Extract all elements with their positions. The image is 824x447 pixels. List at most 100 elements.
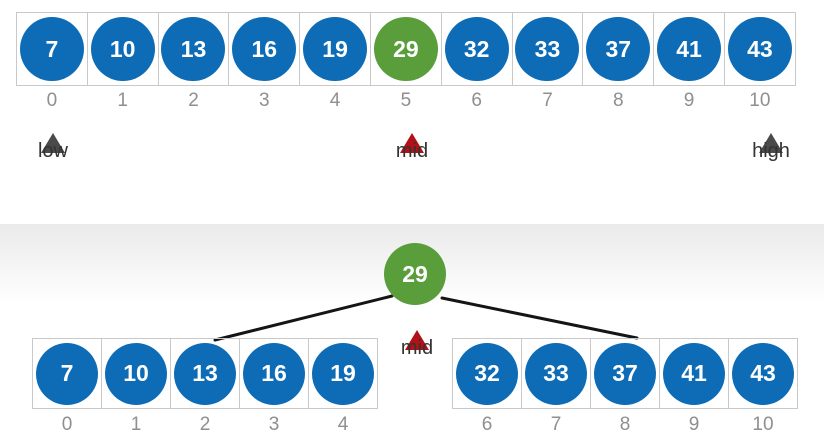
split-connector-lines [213, 294, 639, 342]
index-label: 9 [688, 414, 700, 435]
array-value-circle: 19 [303, 17, 368, 81]
left-connector-line [213, 294, 394, 342]
array-row: 7 10 13 16 19 29 32 33 37 41 43 [16, 12, 796, 86]
index-label: 10 [749, 90, 771, 111]
array-value: 13 [192, 360, 218, 386]
array-cell: 43 [723, 12, 796, 86]
index-label: 8 [619, 414, 631, 435]
low-pointer-label: low [37, 140, 68, 162]
array-value-circle: 7 [36, 342, 98, 405]
array-cell: 16 [228, 12, 301, 86]
array-value-circle: 37 [594, 342, 656, 405]
index-label: 6 [471, 90, 482, 111]
mid-value-circle: 29 [373, 17, 438, 81]
array-value-circle: 16 [243, 342, 305, 405]
array-value-circle: 43 [732, 342, 794, 405]
array-value-circle: 41 [657, 17, 722, 81]
index-label: 7 [542, 90, 553, 111]
array-cell: 10 [101, 338, 171, 409]
array-value-circle: 32 [444, 17, 509, 81]
array-cell: 37 [582, 12, 655, 86]
array-value: 10 [109, 35, 136, 62]
array-value: 32 [463, 35, 490, 62]
initial-array-section: 7 10 13 16 19 29 32 33 37 41 43 0 1 2 3 … [13, 12, 796, 163]
left-subarray-row: 7 10 13 16 19 [32, 338, 378, 409]
array-cell: 41 [659, 338, 729, 409]
array-value: 33 [543, 360, 569, 386]
mid-pointer: mid [372, 116, 452, 163]
array-cell: 32 [452, 338, 522, 409]
index-label: 2 [188, 90, 199, 111]
array-value: 16 [261, 360, 287, 386]
array-value: 43 [750, 360, 776, 386]
array-value: 41 [681, 360, 707, 386]
array-cell: 33 [521, 338, 591, 409]
right-connector-line [440, 296, 639, 340]
array-value-circle: 43 [727, 17, 792, 81]
array-value-circle: 33 [515, 17, 580, 81]
array-value-circle: 33 [525, 342, 587, 405]
array-cell: 32 [440, 12, 513, 86]
index-label: 4 [337, 414, 349, 435]
index-label: 2 [199, 414, 211, 435]
array-cell: 43 [728, 338, 798, 409]
up-arrow-icon [759, 116, 783, 153]
high-pointer-label: high [752, 140, 790, 162]
array-value: 41 [676, 35, 702, 62]
index-label: 3 [259, 90, 270, 111]
index-label: 3 [268, 414, 280, 435]
left-index-row: 0 1 2 3 4 [32, 414, 378, 436]
index-label: 1 [117, 90, 128, 111]
index-label: 6 [481, 414, 493, 435]
array-value: 37 [612, 360, 638, 386]
array-value: 43 [747, 35, 773, 62]
array-value: 32 [474, 360, 500, 386]
array-cell: 7 [16, 12, 88, 86]
array-cell: 16 [239, 338, 309, 409]
mid-pointer-bottom: mid [377, 313, 457, 360]
array-cell: 19 [308, 338, 378, 409]
index-label: 7 [550, 414, 562, 435]
array-value-circle: 13 [161, 17, 226, 81]
array-value: 19 [330, 360, 356, 386]
index-label: 5 [400, 90, 412, 111]
index-label: 9 [683, 90, 695, 111]
array-cell: 37 [590, 338, 660, 409]
array-value: 13 [180, 35, 207, 62]
index-row: 0 1 2 3 4 5 6 7 8 9 10 [16, 90, 796, 112]
array-value-circle: 37 [586, 17, 651, 81]
up-arrow-icon [405, 313, 429, 350]
index-label: 1 [130, 414, 142, 435]
array-value: 37 [605, 35, 632, 62]
right-index-row: 6 7 8 9 10 [452, 414, 798, 436]
array-value: 16 [251, 35, 278, 62]
array-value-circle: 10 [105, 342, 167, 405]
array-value: 7 [45, 35, 59, 62]
array-cell: 41 [653, 12, 725, 86]
array-value-circle: 10 [90, 17, 155, 81]
mid-root-circle: 29 [384, 243, 446, 305]
array-value-circle: 13 [174, 342, 236, 405]
array-value-circle: 19 [312, 342, 374, 405]
array-value: 10 [123, 360, 149, 386]
array-value: 33 [534, 35, 561, 62]
array-cell: 10 [86, 12, 159, 86]
array-value: 7 [60, 360, 74, 386]
array-cell-mid: 29 [369, 12, 442, 86]
index-label: 0 [46, 90, 58, 111]
array-value-circle: 32 [456, 342, 518, 405]
array-value-circle: 7 [19, 17, 84, 81]
mid-pointer-label: mid [400, 337, 434, 359]
up-arrow-icon [41, 116, 65, 153]
array-value: 29 [393, 35, 419, 62]
index-label: 8 [612, 90, 624, 111]
array-value-circle: 41 [663, 342, 725, 405]
right-subarray-row: 32 33 37 41 43 [452, 338, 798, 409]
array-cell: 19 [299, 12, 371, 86]
up-arrow-icon [400, 116, 424, 153]
array-cell: 13 [157, 12, 230, 86]
index-label: 10 [752, 414, 774, 435]
low-pointer: low [13, 116, 93, 163]
index-label: 0 [61, 414, 73, 435]
mid-root-value: 29 [402, 260, 428, 287]
